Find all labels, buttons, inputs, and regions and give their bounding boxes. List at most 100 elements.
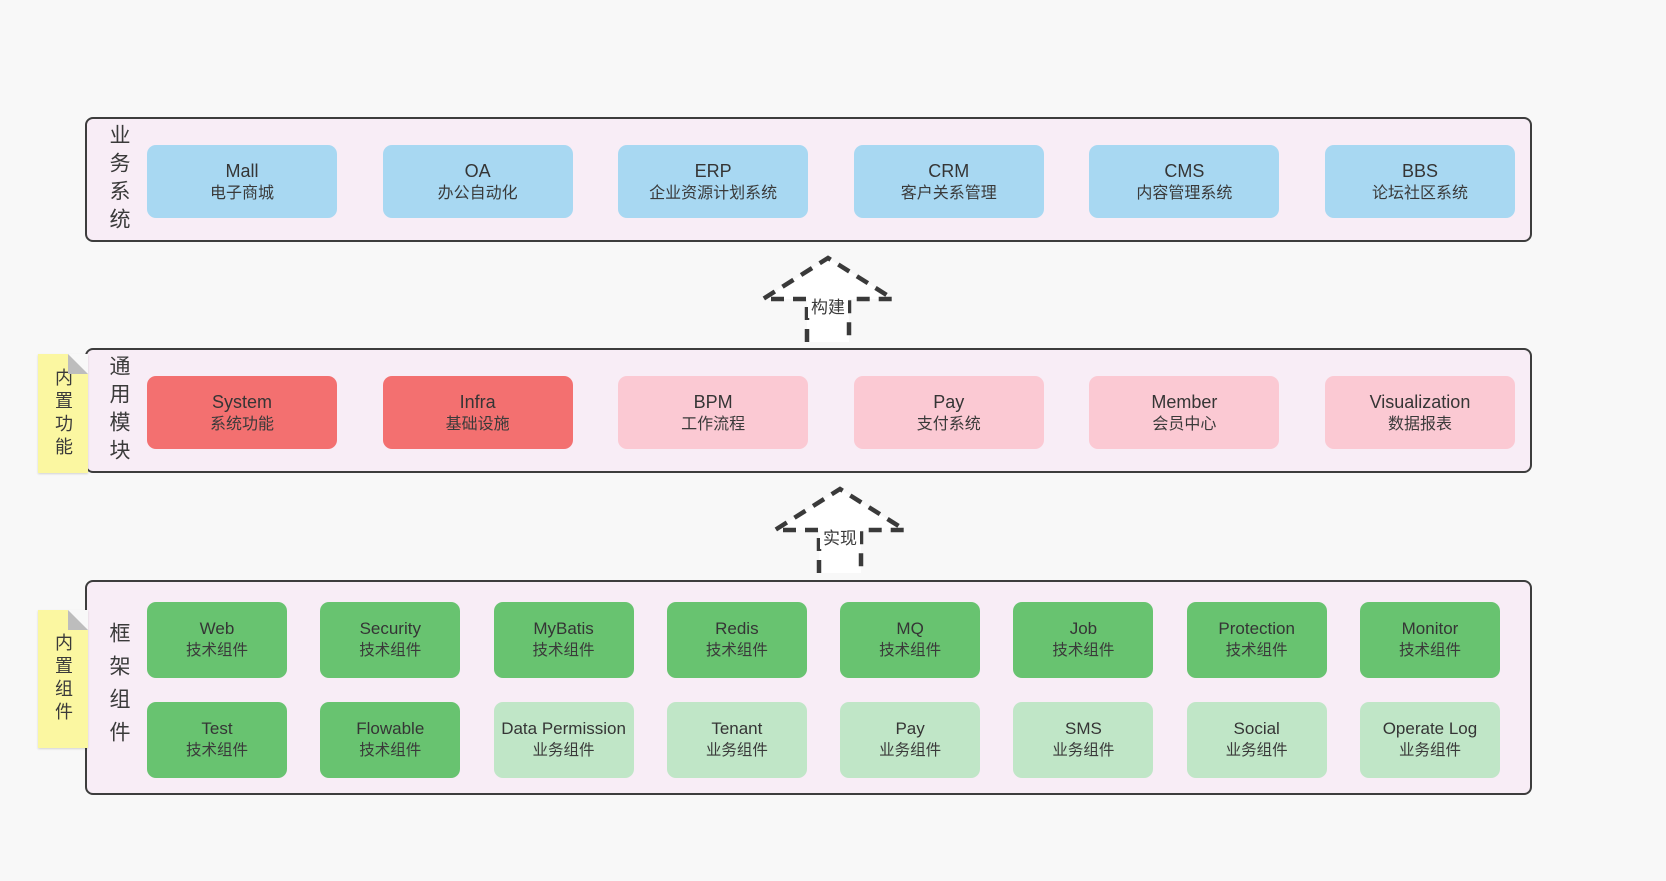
box-subtitle: 系统功能 (209, 415, 274, 433)
box-pay: Pay 支付系统 (853, 376, 1044, 449)
box-title: Pay (895, 719, 925, 739)
box-tenant: Tenant 业务组件 (666, 702, 807, 778)
box-title: Test (201, 719, 233, 739)
box-title: Social (1233, 719, 1280, 739)
box-monitor: Monitor 技术组件 (1359, 602, 1500, 678)
box-title: CRM (928, 160, 970, 181)
box-web: Web 技术组件 (147, 602, 287, 678)
sticky-note-builtin-features-label: 内置功能 (53, 367, 73, 460)
box-title: CMS (1164, 160, 1205, 181)
box-infra: Infra 基础设施 (382, 376, 573, 449)
box-subtitle: 技术组件 (879, 642, 942, 659)
box-title: Member (1151, 391, 1218, 412)
box-title: MQ (896, 619, 924, 639)
box-subtitle: 技术组件 (185, 642, 248, 659)
box-test: Test 技术组件 (147, 702, 287, 778)
box-title: MyBatis (533, 619, 594, 639)
box-subtitle: 基础设施 (445, 415, 510, 433)
box-subtitle: 电子商城 (209, 184, 274, 202)
sticky-note-builtin-components-label: 内置组件 (53, 633, 73, 725)
box-subtitle: 工作流程 (681, 415, 746, 433)
box-member: Member 会员中心 (1089, 376, 1280, 449)
box-subtitle: 技术组件 (1225, 642, 1288, 659)
box-job: Job 技术组件 (1013, 602, 1154, 678)
box-title: Infra (459, 391, 496, 412)
box-subtitle: 数据报表 (1387, 415, 1452, 433)
box-flowable: Flowable 技术组件 (320, 702, 461, 778)
box-data-permission: Data Permission 业务组件 (493, 702, 634, 778)
box-subtitle: 业务组件 (879, 742, 942, 759)
box-protection: Protection 技术组件 (1186, 602, 1327, 678)
box-pay: Pay 业务组件 (840, 702, 981, 778)
arrow-build: 构建 (755, 255, 901, 343)
box-title: Redis (715, 619, 759, 639)
arrow-implement-label: 实现 (820, 524, 860, 549)
layer-framework-components: 框架组件 Web 技术组件 Security 技术组件 MyBatis 技术组件 Redis… (85, 580, 1532, 795)
box-bpm: BPM 工作流程 (618, 376, 809, 449)
box-title: Flowable (356, 719, 425, 739)
box-title: Protection (1218, 619, 1295, 639)
box-title: Operate Log (1382, 719, 1478, 739)
sticky-note-builtin-features: 内置功能 (38, 354, 88, 473)
box-title: System (211, 391, 272, 412)
box-title: Job (1069, 619, 1098, 639)
box-subtitle: 客户关系管理 (900, 184, 997, 202)
box-visualization: Visualization 数据报表 (1324, 376, 1515, 449)
box-subtitle: 办公自动化 (437, 184, 518, 202)
box-title: SMS (1064, 719, 1102, 739)
box-social: Social 业务组件 (1186, 702, 1327, 778)
box-subtitle: 技术组件 (532, 642, 595, 659)
arrow-implement: 实现 (767, 486, 913, 574)
box-sms: SMS 业务组件 (1013, 702, 1154, 778)
box-cms: CMS 内容管理系统 (1089, 145, 1280, 218)
box-subtitle: 业务组件 (532, 742, 595, 759)
box-subtitle: 技术组件 (359, 742, 422, 759)
sticky-note-builtin-components: 内置组件 (38, 610, 88, 748)
box-subtitle: 业务组件 (705, 742, 768, 759)
layer-common-modules: 通用模块 System 系统功能 Infra 基础设施 BPM 工作流程 Pay 支付系统 Me… (85, 348, 1532, 473)
box-oa: OA 办公自动化 (382, 145, 573, 218)
box-title: Monitor (1401, 619, 1459, 639)
layer-label-framework-components: 框架组件 (107, 621, 130, 754)
box-title: OA (464, 160, 491, 181)
box-title: ERP (694, 160, 732, 181)
box-subtitle: 会员中心 (1152, 415, 1217, 433)
layer-label-common-modules: 通用模块 (107, 354, 130, 467)
box-bbs: BBS 论坛社区系统 (1324, 145, 1515, 218)
box-subtitle: 技术组件 (1052, 642, 1115, 659)
box-subtitle: 技术组件 (185, 742, 248, 759)
box-subtitle: 业务组件 (1225, 742, 1288, 759)
box-subtitle: 业务组件 (1398, 742, 1461, 759)
box-subtitle: 论坛社区系统 (1371, 184, 1468, 202)
box-system: System 系统功能 (147, 376, 337, 449)
box-title: Mall (225, 160, 259, 181)
layer-label-business-systems: 业务系统 (107, 123, 130, 236)
box-title: Pay (933, 391, 965, 412)
arrow-build-label: 构建 (808, 293, 848, 318)
box-title: Data Permission (501, 719, 626, 739)
box-title: BBS (1401, 160, 1438, 181)
box-subtitle: 支付系统 (916, 415, 981, 433)
box-mall: Mall 电子商城 (147, 145, 337, 218)
box-title: BPM (693, 391, 733, 412)
box-mq: MQ 技术组件 (840, 602, 981, 678)
box-title: Tenant (711, 719, 763, 739)
box-subtitle: 技术组件 (359, 642, 422, 659)
box-title: Web (199, 619, 235, 639)
box-subtitle: 业务组件 (1052, 742, 1115, 759)
box-security: Security 技术组件 (320, 602, 461, 678)
common-modules-box-row: System 系统功能 Infra 基础设施 BPM 工作流程 Pay 支付系统 Member 会… (147, 376, 1515, 449)
box-mybatis: MyBatis 技术组件 (493, 602, 634, 678)
box-subtitle: 技术组件 (1398, 642, 1461, 659)
box-title: Visualization (1369, 391, 1471, 412)
box-subtitle: 内容管理系统 (1136, 184, 1233, 202)
box-crm: CRM 客户关系管理 (853, 145, 1044, 218)
box-title: Security (359, 619, 421, 639)
